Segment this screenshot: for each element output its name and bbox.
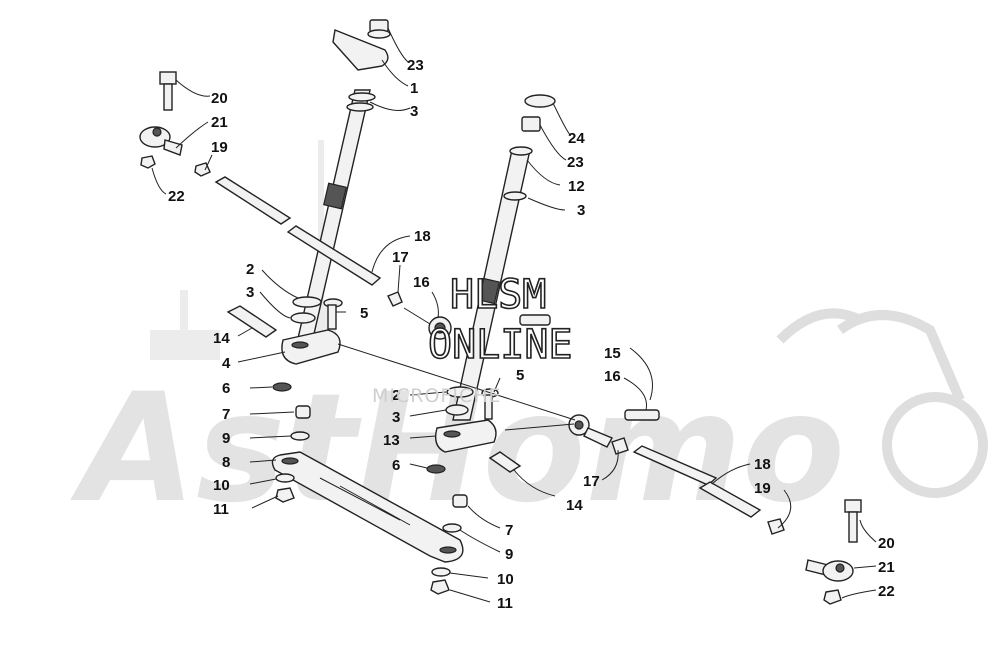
callout-14: 14 [213, 330, 230, 347]
ball-joint-16-left [403, 307, 452, 340]
callout-16: 16 [413, 274, 430, 291]
nut-19-right [767, 518, 785, 535]
bolt-14-left [226, 305, 278, 338]
tie-rod-18-left [214, 176, 382, 286]
callout-7: 7 [222, 406, 230, 423]
callout-21-right: 21 [878, 559, 895, 576]
washer-3-left [290, 312, 316, 324]
callout-2-right: 2 [392, 387, 400, 404]
washer-17-right [611, 437, 629, 455]
nut-22-left [140, 155, 156, 169]
hlsm-watermark: HLSM ONLINE MICROFICHE [372, 271, 573, 407]
callout-7-right: 7 [505, 522, 513, 539]
callout-13: 13 [383, 432, 400, 449]
bolt-16b-right [624, 409, 660, 421]
callout-20-right: 20 [878, 535, 895, 552]
callout-10-right: 10 [497, 571, 514, 588]
right-steering-assembly [426, 94, 862, 605]
washer-9-right [442, 523, 462, 533]
callout-6: 6 [222, 380, 230, 397]
callout-24: 24 [568, 130, 585, 147]
bolt-5-left [323, 298, 343, 330]
callout-6-right: 6 [392, 457, 400, 474]
callout-18: 18 [414, 228, 431, 245]
cap-24-right [524, 94, 556, 108]
tie-rod-end-21-right [805, 559, 854, 582]
watermark-hlsm: HLSM [450, 272, 546, 318]
callout-1: 1 [410, 80, 418, 97]
washer-10-right [431, 567, 451, 577]
callout-19-right: 19 [754, 480, 771, 497]
left-steering-assembly [139, 19, 464, 563]
callout-11: 11 [213, 501, 229, 518]
callout-3-mid: 3 [246, 284, 254, 301]
callout-20: 20 [211, 90, 228, 107]
bolt-20-left [159, 71, 177, 111]
callout-5-right: 5 [516, 367, 524, 384]
callout-15: 15 [604, 345, 621, 362]
callout-17-right: 17 [583, 473, 600, 490]
callout-10: 10 [213, 477, 230, 494]
callout-12: 12 [568, 178, 585, 195]
callout-9-right: 9 [505, 546, 513, 563]
nut-22-right [823, 589, 842, 605]
callout-16-right: 16 [604, 368, 621, 385]
callout-3: 3 [410, 103, 418, 120]
washer-2-left [292, 296, 322, 308]
callout-11-right: 11 [497, 595, 513, 612]
washer-2-right [446, 386, 474, 398]
callout-3-right: 3 [392, 409, 400, 426]
bush-7-right [452, 494, 468, 508]
callout-19: 19 [211, 139, 228, 156]
clip-6-left [272, 382, 292, 392]
motorcycle-watermark-icon [776, 308, 988, 498]
bushing-7-left [295, 405, 311, 419]
cap-23-left [367, 19, 391, 39]
nut-11-right [430, 579, 450, 595]
callout-22: 22 [168, 188, 185, 205]
steering-post-right [452, 146, 533, 421]
watermark-online: ONLINE [428, 322, 573, 368]
callout-23: 23 [407, 57, 424, 74]
link-bar-8 [271, 451, 464, 563]
washer-9-left [290, 431, 310, 441]
steering-arm-4-left [281, 329, 341, 365]
callout-8: 8 [222, 454, 230, 471]
callout-4: 4 [222, 355, 231, 372]
bolt-16-right [519, 314, 551, 326]
steering-post-left [292, 29, 389, 361]
bolt-14-right [488, 451, 522, 473]
washer-10-left [275, 473, 295, 483]
callout-5: 5 [360, 305, 368, 322]
callout-9: 9 [222, 430, 230, 447]
cap-23-right [521, 116, 541, 132]
tie-rod-18-right [632, 445, 762, 518]
callout-21: 21 [211, 114, 228, 131]
callout-3-right-top: 3 [577, 202, 585, 219]
ball-joint-15-right [568, 414, 613, 448]
callout-17: 17 [392, 249, 409, 266]
steering-arm-13-right [434, 419, 497, 453]
washer-17-left [387, 291, 403, 307]
bolt-20-right [844, 499, 862, 543]
watermark-microfiche: MICROFICHE [372, 385, 502, 407]
callout-2: 2 [246, 261, 254, 278]
tie-rod-end-21-left [139, 126, 183, 156]
callout-14-right: 14 [566, 497, 583, 514]
callout-18-right: 18 [754, 456, 771, 473]
clip-6-right [426, 464, 446, 474]
callout-22-right: 22 [878, 583, 895, 600]
callout-labels: 23 1 3 20 21 19 22 24 23 12 3 18 17 16 2… [168, 57, 895, 612]
leader-lines [151, 27, 877, 603]
callout-23-right: 23 [567, 154, 584, 171]
